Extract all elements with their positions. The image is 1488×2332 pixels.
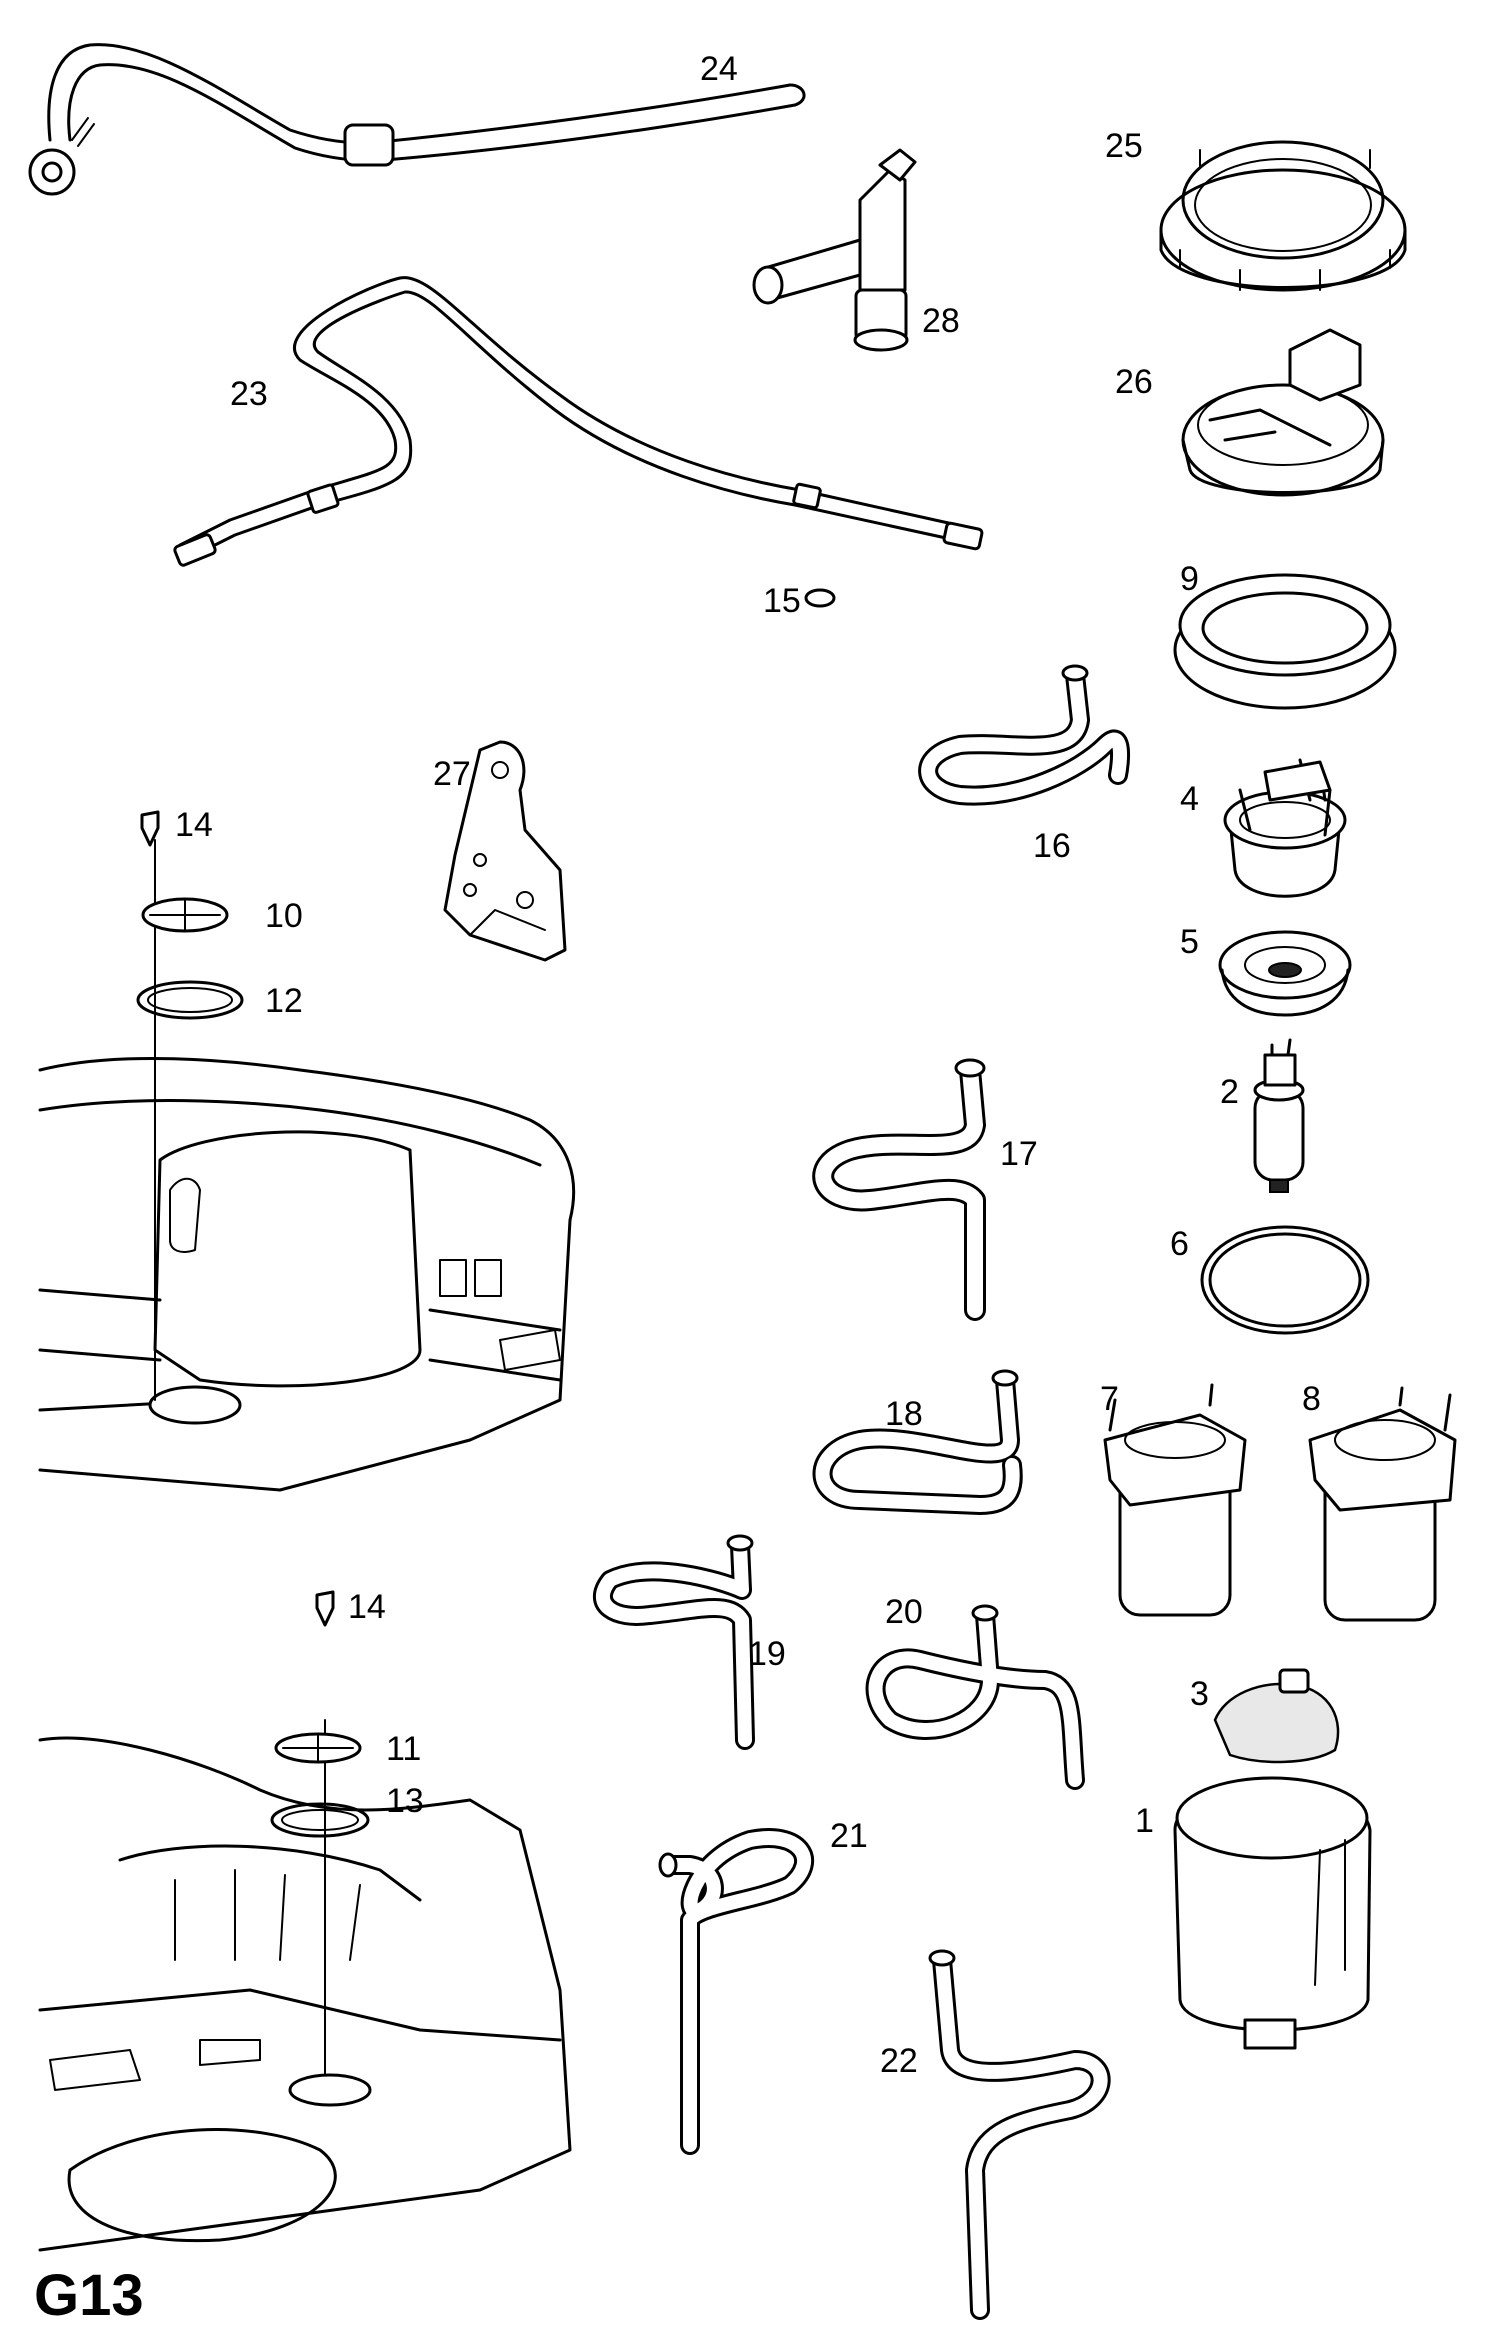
callout-14a: 14 [175,806,213,844]
part-18-hose [812,1369,1023,1515]
callout-11: 11 [386,1730,421,1768]
callout-16: 16 [1033,827,1071,865]
callout-28: 28 [922,302,960,340]
callout-22: 22 [880,2042,918,2080]
callout-4: 4 [1180,780,1199,818]
part-1-reservoir [1173,1776,1372,2050]
part-27-bracket [443,740,567,962]
callout-20: 20 [885,1593,923,1631]
callout-3: 3 [1190,1675,1209,1713]
part-7-filter-housing [1103,1383,1247,1617]
part-24-hose [28,43,806,196]
part-12-gasket-upper [136,980,244,1020]
part-19-hose [593,1534,755,1750]
part-26-flange-cover [1181,328,1385,497]
callout-10: 10 [265,897,303,935]
part-23-pipe [173,276,984,567]
callout-13: 13 [386,1782,424,1820]
part-8-filter-housing [1308,1386,1457,1622]
callout-12: 12 [265,982,303,1020]
callout-5: 5 [1180,923,1199,961]
part-20-hose [865,1604,1085,1790]
callout-21: 21 [830,1817,868,1855]
part-15-hose [689,588,872,772]
callout-27: 27 [433,755,471,793]
part-13-gasket-lower [270,1802,370,1838]
callout-23: 23 [230,375,268,413]
part-4-pump-holder [1223,758,1347,898]
part-11-plate-lower [274,1732,362,1764]
callout-17: 17 [1000,1135,1038,1173]
part-6-o-ring [1200,1225,1370,1335]
part-3-strainer [1213,1668,1340,1764]
part-14-screw-upper [140,810,160,847]
callout-9: 9 [1180,560,1199,598]
vehicle-body-lower [38,1719,572,2252]
callout-2: 2 [1220,1073,1239,1111]
callout-6: 6 [1170,1225,1189,1263]
callout-26: 26 [1115,363,1153,401]
callout-14b: 14 [348,1588,386,1626]
part-14-screw-lower [315,1590,335,1627]
callout-24: 24 [700,50,738,88]
callout-25: 25 [1105,127,1143,165]
part-28-t-connector [752,148,917,352]
part-5-cup [1218,930,1352,1017]
part-25-lock-ring [1159,140,1407,292]
callout-18: 18 [885,1395,923,1433]
callout-19: 19 [748,1635,786,1673]
part-16-hose [918,664,1130,806]
part-21-hose [658,1828,815,2155]
vehicle-body-upper [38,839,576,1492]
part-10-plate-upper [141,897,229,933]
part-22-hose [928,1949,1111,2320]
page-code: G13 [34,2263,144,2328]
callout-15: 15 [763,582,801,620]
part-17-hose [812,1058,986,1321]
part-2-fuel-pump [1253,1038,1305,1193]
part-9-seal-ring [1173,573,1397,710]
callout-7: 7 [1100,1380,1119,1418]
callout-1: 1 [1135,1802,1154,1840]
callout-8: 8 [1302,1380,1321,1418]
